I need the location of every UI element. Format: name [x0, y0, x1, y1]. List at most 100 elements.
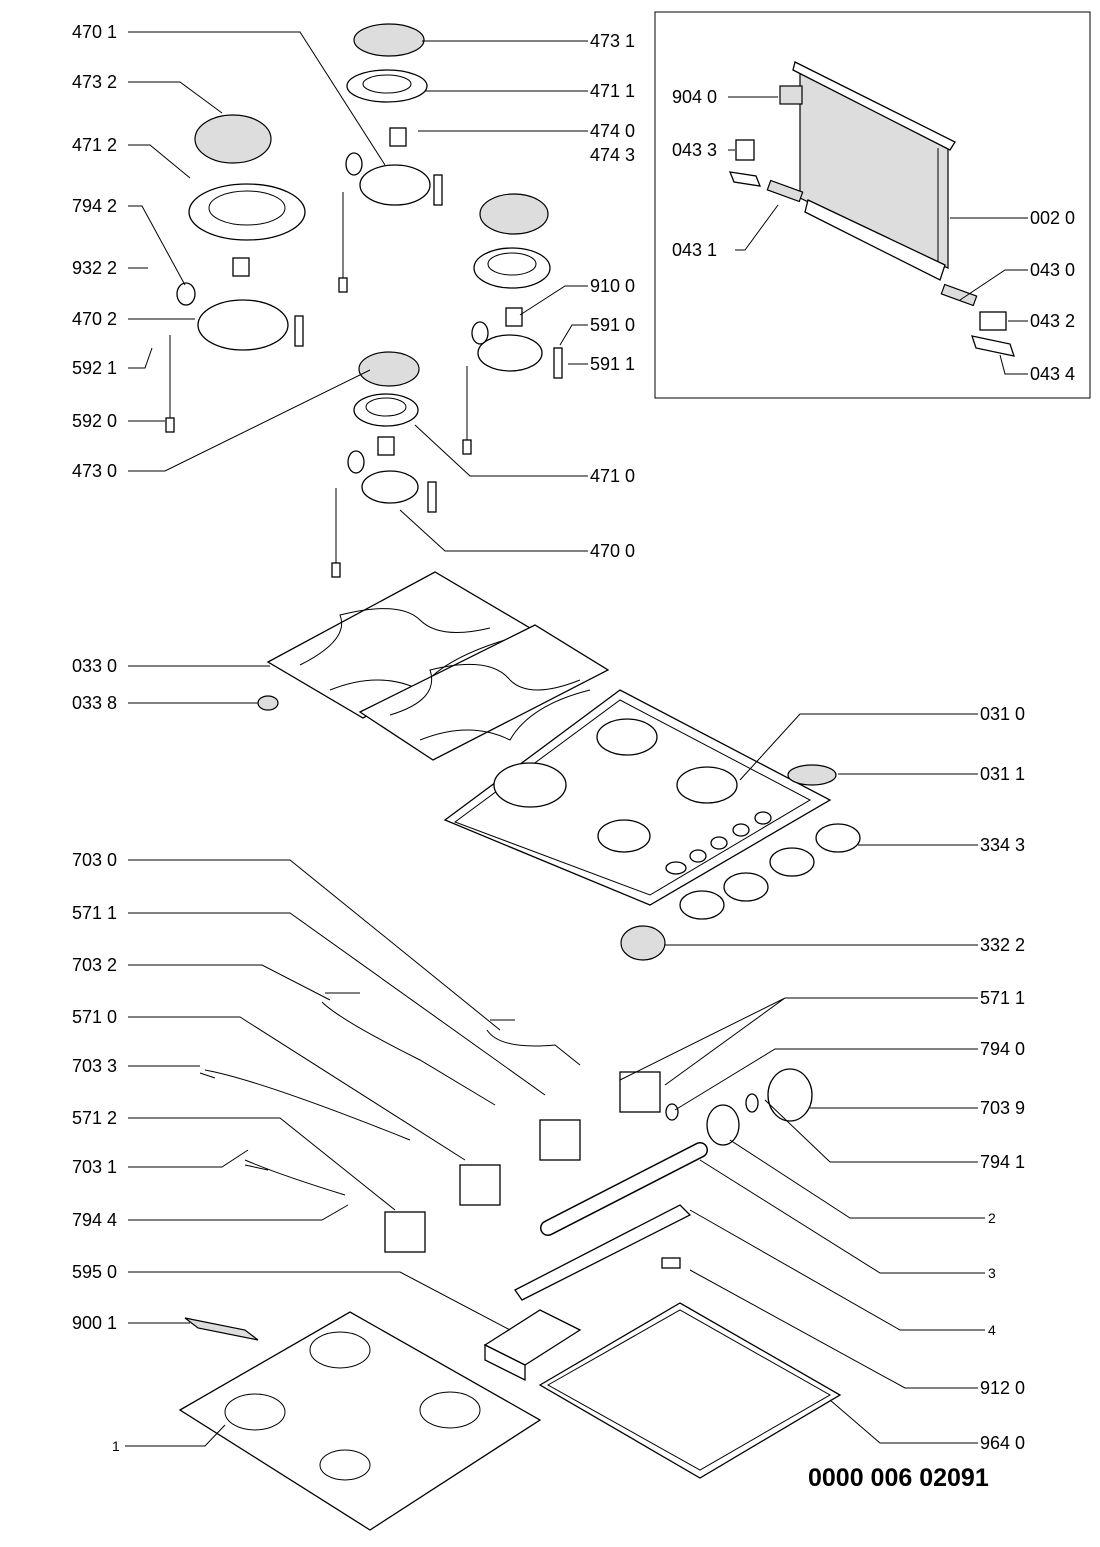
cooktop-plate [443, 689, 837, 906]
leader-line [128, 81, 223, 114]
leader-line [729, 1139, 985, 1219]
part-label: 571 1 [72, 903, 117, 923]
leader-line [959, 269, 1028, 301]
part-label: 473 2 [72, 72, 117, 92]
part-label: 2 [988, 1210, 996, 1226]
hinge-spring-043-1 [766, 179, 804, 203]
part-label: 910 0 [590, 276, 635, 296]
leader-line [399, 509, 588, 552]
part-label: 4 [988, 1322, 996, 1338]
part-label: 332 2 [980, 935, 1025, 955]
hinge-spring-043-0 [940, 283, 978, 307]
control-knobs [620, 823, 861, 961]
part-label: 912 0 [980, 1378, 1025, 1398]
drawing-number: 0000 006 02091 [808, 1464, 989, 1492]
part-label: 334 3 [980, 835, 1025, 855]
leader-line [128, 912, 546, 1096]
leader-line [128, 205, 186, 286]
part-label: 470 1 [72, 22, 117, 42]
burner-bodies [197, 164, 543, 504]
part-label: 571 2 [72, 1108, 117, 1128]
part-label: 964 0 [980, 1433, 1025, 1453]
part-label: 043 0 [1030, 260, 1075, 280]
leader-lines [125, 31, 1028, 1447]
part-label: 033 8 [72, 693, 117, 713]
part-label: 1 [112, 1438, 120, 1454]
leader-line [999, 354, 1028, 375]
seal-gasket [538, 1302, 842, 1479]
leader-line [128, 1149, 249, 1168]
lid-stop-904 [779, 85, 803, 105]
pan-supports [257, 571, 610, 761]
part-label: 3 [988, 1265, 996, 1281]
leader-line [128, 1016, 466, 1161]
part-label: 591 1 [590, 354, 635, 374]
leader-line [619, 997, 978, 1086]
leader-line [128, 369, 371, 472]
part-label: 473 0 [72, 461, 117, 481]
part-label: 474 0 [590, 121, 635, 141]
part-label: 031 0 [980, 704, 1025, 724]
part-label: 470 2 [72, 309, 117, 329]
leader-line [128, 1117, 396, 1211]
leader-line [735, 204, 779, 251]
leader-line [764, 1099, 978, 1163]
leader-line [414, 424, 588, 477]
part-label: 043 3 [672, 140, 717, 160]
part-label: 794 1 [980, 1152, 1025, 1172]
ignition-module [483, 1309, 582, 1382]
part-label: 703 1 [72, 1157, 117, 1177]
part-label: 794 0 [980, 1039, 1025, 1059]
part-label: 591 0 [590, 315, 635, 335]
part-label: 794 2 [72, 196, 117, 216]
part-label: 471 0 [590, 466, 635, 486]
part-label: 571 1 [980, 988, 1025, 1008]
hinge-plate-043-4 [971, 335, 1015, 357]
part-label: 900 1 [72, 1313, 117, 1333]
leader-line [125, 1424, 226, 1447]
part-label: 043 2 [1030, 311, 1075, 331]
part-label: 703 2 [72, 955, 117, 975]
part-label: 470 0 [590, 541, 635, 561]
bottom-tray [178, 1311, 542, 1531]
leader-line [128, 144, 191, 179]
leader-line [689, 1269, 978, 1389]
hinge-043-2 [979, 311, 1007, 331]
part-label: 703 3 [72, 1056, 117, 1076]
gas-connection [514, 1068, 813, 1301]
part-label: 043 1 [672, 240, 717, 260]
part-label: 473 1 [590, 31, 635, 51]
part-label: 794 4 [72, 1210, 117, 1230]
ignition-electrodes [294, 174, 563, 513]
part-label: 471 2 [72, 135, 117, 155]
thermocouples [165, 192, 472, 578]
part-label: 592 1 [72, 358, 117, 378]
leader-line [829, 1399, 978, 1444]
leader-line [739, 713, 978, 781]
part-label: 033 0 [72, 656, 117, 676]
nozzles-rings [176, 127, 523, 474]
glass-lid [792, 61, 956, 281]
gas-taps [384, 1071, 661, 1253]
burner-heads [188, 69, 551, 427]
leader-line [128, 1271, 511, 1331]
part-label: 471 1 [590, 81, 635, 101]
leader-line [128, 859, 501, 1031]
part-label: 002 0 [1030, 208, 1075, 228]
leader-line [128, 347, 153, 369]
leader-line [674, 1048, 978, 1111]
part-label: 904 0 [672, 87, 717, 107]
leader-line [128, 1204, 349, 1221]
inset-frame [654, 11, 1091, 399]
leader-line [699, 1159, 985, 1274]
part-label: 595 0 [72, 1262, 117, 1282]
part-label: 703 9 [980, 1098, 1025, 1118]
hinge-043-3 [735, 139, 755, 161]
part-label: 703 0 [72, 850, 117, 870]
part-label: 571 0 [72, 1007, 117, 1027]
gas-pipes [199, 992, 581, 1196]
leader-line [128, 31, 386, 166]
burner-caps [194, 23, 549, 387]
